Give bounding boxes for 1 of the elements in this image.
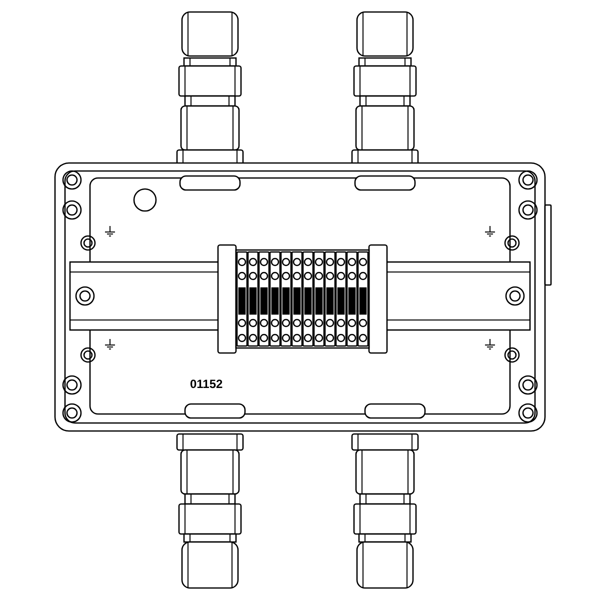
part-number: 01152	[190, 377, 223, 391]
